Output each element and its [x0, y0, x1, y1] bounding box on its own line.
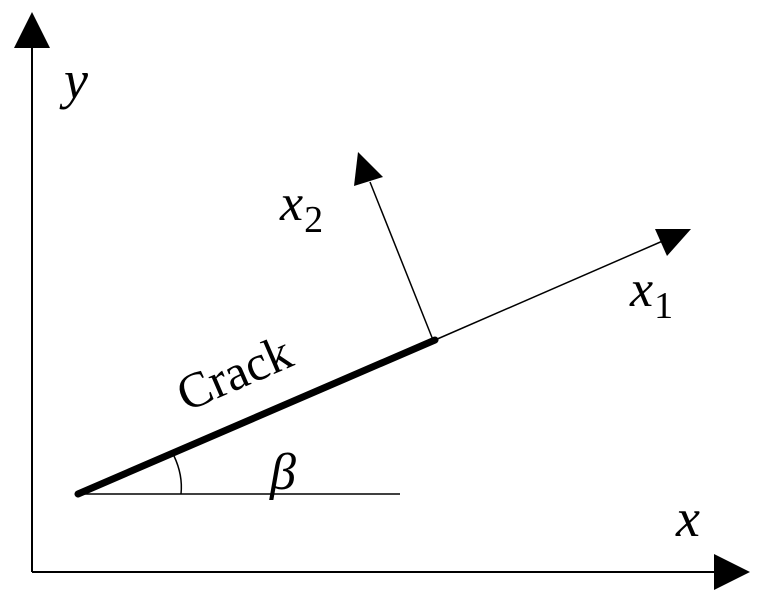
- x2-label-subscript: 2: [304, 199, 323, 241]
- x1-axis-line: [434, 239, 666, 341]
- angle-arc: [173, 455, 183, 495]
- x2-label-base: x: [279, 175, 303, 232]
- x2-axis-line: [369, 181, 434, 341]
- y-axis-label: y: [59, 50, 88, 110]
- x2-axis-arrowhead: [354, 152, 383, 186]
- x1-label-base: x: [629, 261, 653, 318]
- x1-axis-label: x1: [629, 261, 673, 327]
- angle-beta-label: β: [269, 444, 296, 501]
- x-axis-label: x: [675, 488, 700, 548]
- crack-line: [74, 336, 439, 498]
- y-axis-arrowhead: [14, 12, 50, 48]
- x2-axis-label: x2: [279, 175, 323, 241]
- x1-axis-arrowhead: [655, 229, 691, 256]
- x-axis-arrowhead: [714, 554, 750, 590]
- x1-label-subscript: 1: [654, 285, 673, 327]
